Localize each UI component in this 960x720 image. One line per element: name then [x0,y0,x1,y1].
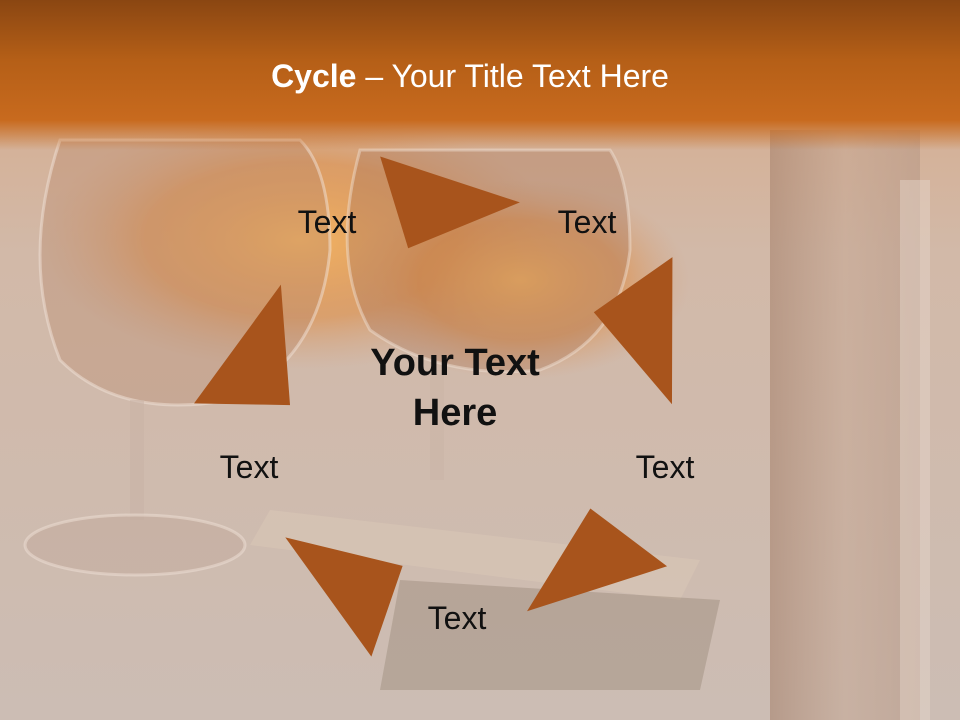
center-text-line2: Here [412,392,498,434]
cycle-node-label: Text [557,204,617,240]
cycle-node-label: Text [427,600,487,636]
slide-title: Cycle – Your Title Text Here [0,54,940,98]
cycle-arrow-icon [380,156,520,249]
title-rest-text: – Your Title Text Here [356,58,669,94]
title-bold-text: Cycle [271,58,357,94]
cycle-arrow-icon [285,537,403,657]
center-text-line1: Your Text [370,342,540,384]
cycle-node-label: Text [219,449,279,485]
center-text: Your Text Here [335,338,575,438]
cycle-arrow-icon [526,508,668,612]
title-bar: Cycle – Your Title Text Here [0,0,960,150]
cycle-arrow-icon [593,257,673,405]
cycle-node-label: Text [297,204,357,240]
cycle-node-label: Text [635,449,695,485]
cycle-arrow-icon [194,284,291,406]
